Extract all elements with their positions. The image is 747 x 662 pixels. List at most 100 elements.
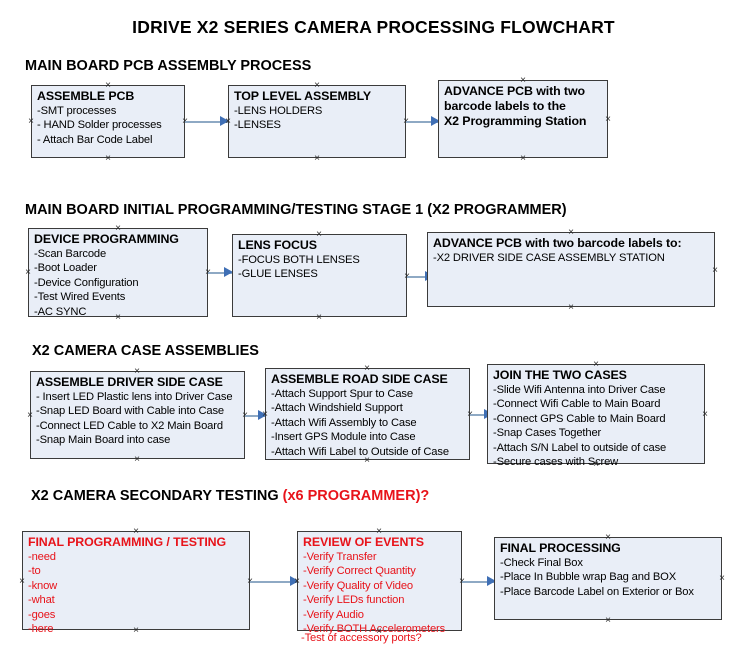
- node-line: -Verify Correct Quantity: [303, 565, 416, 578]
- section-heading-x2-camera-case-assemblies: X2 CAMERA CASE ASSEMBLIES: [32, 343, 259, 359]
- section-heading-accent: (x6 PROGRAMMER)?: [282, 488, 430, 504]
- node-line: -Attach Wifi Label to Outside of Case: [271, 445, 449, 458]
- arrowhead-icon: [220, 116, 229, 126]
- node-line: -Secure cases with Screw: [493, 456, 619, 469]
- node-line: -Snap Cases Together: [493, 427, 602, 440]
- connector-assemble-pcb-to-top-level-assembly: [185, 116, 229, 127]
- section-heading-text: X2 CAMERA SECONDARY TESTING: [31, 488, 283, 504]
- node-line: -Attach Wifi Assembly to Case: [271, 416, 417, 429]
- arrowhead-icon: [258, 410, 267, 420]
- node-advance-pcb-driver-side-case[interactable]: ADVANCE PCB with two barcode labels to: …: [427, 232, 715, 307]
- node-title: ADVANCE PCB with two barcode labels to:: [433, 236, 682, 250]
- node-line: -SMT processes: [37, 105, 117, 117]
- node-line: - Attach Bar Code Label: [37, 133, 153, 146]
- node-line: -Verify Quality of Video: [303, 579, 413, 592]
- node-line: -Connect LED Cable to X2 Main Board: [36, 419, 223, 432]
- node-assemble-driver-side-case[interactable]: ASSEMBLE DRIVER SIDE CASE - Insert LED P…: [30, 371, 245, 459]
- arrowhead-icon: [224, 267, 233, 277]
- node-line: -Attach Windshield Support: [271, 402, 403, 415]
- node-line: -X2 DRIVER SIDE CASE ASSEMBLY STATION: [433, 252, 665, 264]
- arrowhead-icon: [487, 576, 496, 586]
- section-heading-main-board-pcb-assembly: MAIN BOARD PCB ASSEMBLY PROCESS: [25, 58, 311, 74]
- node-line: -Check Final Box: [500, 557, 583, 569]
- node-line: -GLUE LENSES: [238, 268, 318, 281]
- node-line: -know: [28, 579, 58, 592]
- node-line: X2 Programming Station: [444, 114, 587, 128]
- node-advance-pcb-programming-station[interactable]: ADVANCE PCB with two barcode labels to t…: [438, 80, 608, 158]
- section-heading-text: MAIN BOARD INITIAL PROGRAMMING/TESTING S…: [25, 202, 567, 218]
- node-line: -Slide Wifi Antenna into Driver Case: [493, 384, 666, 396]
- node-title: FINAL PROCESSING: [500, 541, 621, 555]
- node-line: -Connect GPS Cable to Main Board: [493, 412, 666, 425]
- section-heading-x2-camera-secondary-testing: X2 CAMERA SECONDARY TESTING (x6 PROGRAMM…: [31, 488, 429, 504]
- node-final-programming-testing[interactable]: FINAL PROGRAMMING / TESTING -need -to -k…: [22, 531, 250, 635]
- node-line: -Place In Bubble wrap Bag and BOX: [500, 571, 677, 584]
- connector-shaft: [185, 121, 228, 123]
- node-line: -Place Barcode Label on Exterior or Box: [500, 585, 694, 598]
- connector-shaft: [245, 415, 266, 417]
- node-line: -here: [28, 623, 54, 636]
- node-line: -Verify Audio: [303, 608, 364, 621]
- arrowhead-icon: [431, 116, 440, 126]
- node-line: - HAND Solder processes: [37, 119, 162, 132]
- node-line: -Verify BOTH Accelerometers: [303, 623, 446, 636]
- connector-shaft: [250, 581, 298, 583]
- node-line: -Attach S/N Label to outside of case: [493, 441, 667, 454]
- node-title: TOP LEVEL ASSEMBLY: [234, 89, 372, 103]
- connector-review-of-events-to-final-processing: [462, 576, 496, 587]
- connector-shaft: [406, 121, 439, 123]
- connector-device-programming-to-lens-focus: [208, 267, 233, 278]
- node-line: -Insert GPS Module into Case: [271, 431, 416, 444]
- node-line: -need: [28, 551, 56, 563]
- node-lens-focus[interactable]: LENS FOCUS -FOCUS BOTH LENSES -GLUE LENS…: [232, 234, 407, 317]
- node-assemble-pcb[interactable]: ASSEMBLE PCB -SMT processes - HAND Solde…: [31, 85, 185, 158]
- node-line: -Verify LEDs function: [303, 594, 405, 607]
- node-line: -FOCUS BOTH LENSES: [238, 254, 360, 266]
- node-title: ADVANCE PCB with two: [444, 84, 585, 98]
- node-title: DEVICE PROGRAMMING: [34, 232, 179, 246]
- node-title: REVIEW OF EVENTS: [303, 535, 424, 549]
- connector-top-level-assembly-to-advance-pcb: [406, 116, 440, 127]
- connector-driver-side-to-road-side: [245, 410, 267, 421]
- node-title: ASSEMBLE PCB: [37, 89, 135, 103]
- node-assemble-road-side-case[interactable]: ASSEMBLE ROAD SIDE CASE -Attach Support …: [265, 368, 470, 460]
- node-title: FINAL PROGRAMMING / TESTING: [28, 535, 227, 549]
- arrowhead-icon: [290, 576, 299, 586]
- node-line: -LENSES: [234, 119, 281, 132]
- section-heading-text: X2 CAMERA CASE ASSEMBLIES: [32, 343, 259, 359]
- node-title: LENS FOCUS: [238, 238, 317, 252]
- node-line: -Attach Support Spur to Case: [271, 388, 413, 400]
- node-line: -Snap LED Board with Cable into Case: [36, 405, 224, 418]
- node-line: -AC SYNC: [34, 305, 87, 318]
- connector-shaft: [208, 272, 232, 274]
- node-join-the-two-cases[interactable]: JOIN THE TWO CASES -Slide Wifi Antenna i…: [487, 364, 705, 468]
- node-line: -goes: [28, 608, 56, 621]
- node-line: -to: [28, 565, 41, 578]
- node-line: barcode labels to the: [444, 99, 566, 113]
- connector-shaft: [462, 581, 495, 583]
- section-heading-text: MAIN BOARD PCB ASSEMBLY PROCESS: [25, 58, 312, 74]
- node-line-overflow: -Test of accessory ports?: [301, 632, 422, 644]
- connector-shaft: [407, 276, 433, 278]
- node-line: -Boot Loader: [34, 262, 97, 275]
- node-line: -what: [28, 594, 55, 607]
- node-device-programming[interactable]: DEVICE PROGRAMMING -Scan Barcode -Boot L…: [28, 228, 208, 318]
- node-title: ASSEMBLE ROAD SIDE CASE: [271, 372, 448, 386]
- connector-shaft: [470, 414, 492, 416]
- node-line: -Test Wired Events: [34, 291, 126, 304]
- node-final-processing[interactable]: FINAL PROCESSING -Check Final Box -Place…: [494, 537, 722, 620]
- section-heading-main-board-initial-programming: MAIN BOARD INITIAL PROGRAMMING/TESTING S…: [25, 202, 567, 218]
- node-line: -Snap Main Board into case: [36, 434, 171, 447]
- document-title: IDRIVE X2 SERIES CAMERA PROCESSING FLOWC…: [132, 17, 615, 37]
- connector-final-programming-to-review-of-events: [250, 576, 299, 587]
- node-top-level-assembly[interactable]: TOP LEVEL ASSEMBLY -LENS HOLDERS -LENSES: [228, 85, 406, 158]
- node-review-of-events[interactable]: REVIEW OF EVENTS -Verify Transfer -Verif…: [297, 531, 462, 635]
- node-title: JOIN THE TWO CASES: [493, 368, 627, 382]
- node-line: -Scan Barcode: [34, 248, 107, 260]
- node-line: - Insert LED Plastic lens into Driver Ca…: [36, 391, 233, 403]
- node-line: -LENS HOLDERS: [234, 105, 323, 117]
- node-line: -Connect Wifi Cable to Main Board: [493, 398, 661, 411]
- node-line: -Device Configuration: [34, 276, 139, 289]
- node-title: ASSEMBLE DRIVER SIDE CASE: [36, 375, 223, 389]
